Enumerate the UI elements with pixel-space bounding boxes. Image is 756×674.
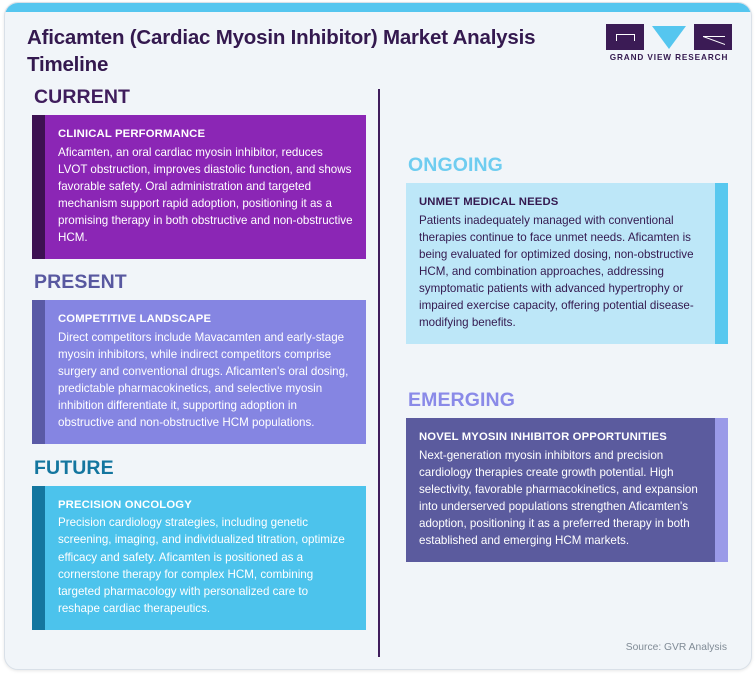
phase-label-current: CURRENT bbox=[34, 86, 131, 108]
card-clinical-performance: CLINICAL PERFORMANCE Aficamten, an oral … bbox=[32, 115, 366, 259]
card-novel-myosin-inhibitor-opportunities: NOVEL MYOSIN INHIBITOR OPPORTUNITIES Nex… bbox=[406, 418, 728, 562]
phase-future: FUTURE PRECISION ONCOLOGY Precision card… bbox=[32, 456, 366, 630]
header: Aficamten (Cardiac Myosin Inhibitor) Mar… bbox=[5, 12, 751, 84]
phase-label-emerging: EMERGING bbox=[408, 388, 515, 411]
phase-emerging: EMERGING NOVEL MYOSIN INHIBITOR OPPORTUN… bbox=[406, 388, 728, 562]
source-note: Source: GVR Analysis bbox=[625, 642, 727, 653]
card-title: COMPETITIVE LANDSCAPE bbox=[58, 313, 212, 326]
card-body: CLINICAL PERFORMANCE Aficamten, an oral … bbox=[45, 115, 366, 259]
card-text: Precision cardiology strategies, includi… bbox=[58, 516, 345, 615]
card-precision-oncology: PRECISION ONCOLOGY Precision cardiology … bbox=[32, 486, 366, 630]
card-accent-bar bbox=[715, 183, 728, 344]
logo-r-icon bbox=[694, 24, 732, 50]
card-accent-bar bbox=[32, 115, 45, 259]
column-divider bbox=[378, 89, 380, 657]
card-body: NOVEL MYOSIN INHIBITOR OPPORTUNITIES Nex… bbox=[406, 418, 715, 562]
infographic-card: Aficamten (Cardiac Myosin Inhibitor) Mar… bbox=[4, 2, 752, 670]
page-title: Aficamten (Cardiac Myosin Inhibitor) Mar… bbox=[27, 26, 536, 77]
card-body: COMPETITIVE LANDSCAPE Direct competitors… bbox=[45, 300, 366, 444]
grand-view-research-logo: GRAND VIEW RESEARCH bbox=[603, 24, 735, 62]
card-accent-bar bbox=[32, 486, 45, 630]
card-body: PRECISION ONCOLOGY Precision cardiology … bbox=[45, 486, 366, 630]
card-title: UNMET MEDICAL NEEDS bbox=[419, 196, 559, 209]
right-timeline-column: ONGOING UNMET MEDICAL NEEDS Patients ina… bbox=[406, 154, 728, 562]
card-text: Direct competitors include Mavacamten an… bbox=[58, 330, 349, 429]
card-unmet-medical-needs: UNMET MEDICAL NEEDS Patients inadequatel… bbox=[406, 183, 728, 344]
card-body: UNMET MEDICAL NEEDS Patients inadequatel… bbox=[406, 183, 715, 344]
card-accent-bar bbox=[715, 418, 728, 562]
phase-label-future: FUTURE bbox=[34, 456, 114, 479]
logo-marks bbox=[606, 24, 732, 50]
card-title: PRECISION ONCOLOGY bbox=[58, 499, 192, 512]
phase-label-present: PRESENT bbox=[34, 270, 127, 293]
left-timeline-column: CURRENT CLINICAL PERFORMANCE Aficamten, … bbox=[32, 86, 366, 630]
logo-g-icon bbox=[606, 24, 644, 50]
card-text: Aficamten, an oral cardiac myosin inhibi… bbox=[58, 145, 353, 244]
logo-wordmark: GRAND VIEW RESEARCH bbox=[609, 53, 729, 62]
card-text: Patients inadequately managed with conve… bbox=[419, 213, 694, 329]
card-text: Next-generation myosin inhibitors and pr… bbox=[419, 448, 698, 547]
phase-label-ongoing: ONGOING bbox=[408, 154, 503, 176]
logo-v-triangle-icon bbox=[652, 26, 686, 49]
card-accent-bar bbox=[32, 300, 45, 444]
card-title: NOVEL MYOSIN INHIBITOR OPPORTUNITIES bbox=[419, 431, 667, 444]
card-title: CLINICAL PERFORMANCE bbox=[58, 128, 206, 141]
phase-current: CURRENT CLINICAL PERFORMANCE Aficamten, … bbox=[32, 86, 366, 259]
card-competitive-landscape: COMPETITIVE LANDSCAPE Direct competitors… bbox=[32, 300, 366, 444]
top-accent-bar bbox=[5, 3, 751, 12]
phase-ongoing: ONGOING UNMET MEDICAL NEEDS Patients ina… bbox=[406, 154, 728, 344]
phase-present: PRESENT COMPETITIVE LANDSCAPE Direct com… bbox=[32, 270, 366, 444]
